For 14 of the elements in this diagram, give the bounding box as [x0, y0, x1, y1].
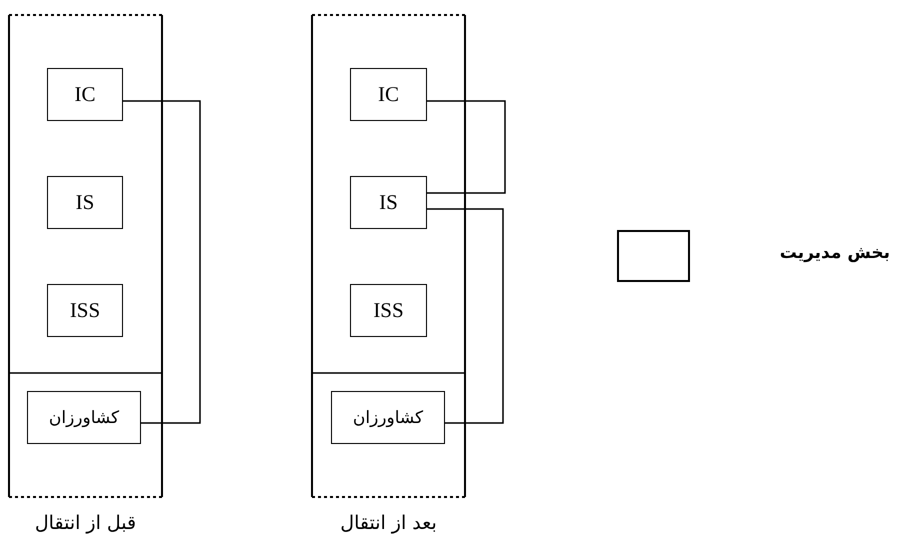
unit-box: IC [47, 68, 123, 121]
container-caption: بعد از انتقال [339, 512, 438, 534]
unit-box: IS [350, 176, 427, 229]
unit-box: ISS [47, 284, 123, 337]
unit-box: IS [47, 176, 123, 229]
unit-box: ISS [350, 284, 427, 337]
unit-box: کشاورزان [27, 391, 141, 444]
unit-box: کشاورزان [331, 391, 445, 444]
connector-line [427, 100, 506, 194]
legend-entry: بخش مدیریت [617, 230, 890, 282]
container-caption: قبل از انتقال [34, 512, 138, 534]
connector-line [427, 208, 504, 424]
connector-line [123, 100, 201, 424]
unit-box: IC [350, 68, 427, 121]
